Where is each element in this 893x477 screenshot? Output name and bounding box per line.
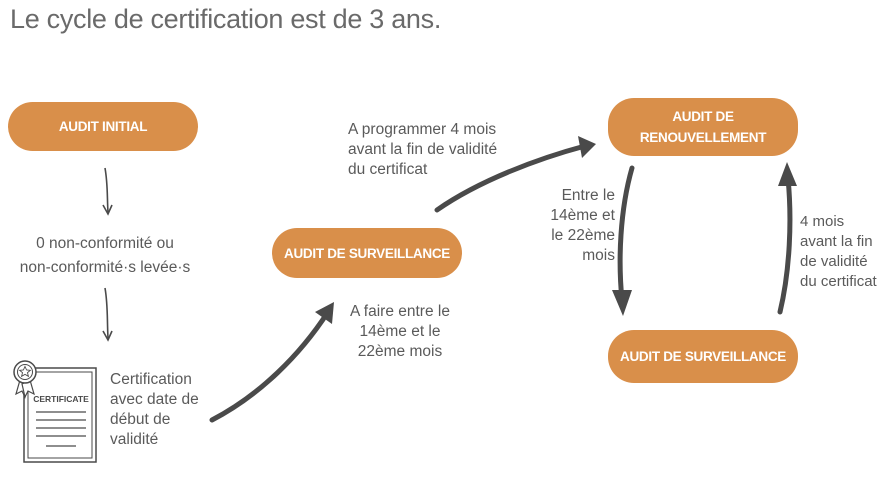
label-a-programmer: A programmer 4 mois avant la fin de vali… (348, 120, 538, 180)
label-a-faire: A faire entre le 14ème et le 22ème mois (330, 302, 470, 362)
node-audit-renouvellement-line1: AUDIT DE (672, 109, 734, 124)
label-certification-line: Certification (110, 371, 192, 388)
label-entre-line: Entre le (561, 187, 615, 204)
label-a-programmer-line: du certificat (348, 161, 428, 178)
node-audit-surveillance-1-label: AUDIT DE SURVEILLANCE (284, 245, 450, 261)
label-a-faire-line: A faire entre le (350, 303, 450, 320)
node-audit-renouvellement: AUDIT DE RENOUVELLEMENT (608, 98, 798, 156)
label-a-faire-line: 14ème et le (359, 323, 441, 340)
label-non-conformite: 0 non-conformité ou non-conformité·s lev… (0, 232, 210, 280)
arrow-cert-to-surveillance (209, 309, 331, 423)
label-a-faire-line: 22ème mois (357, 343, 443, 360)
label-entre: Entre le 14ème et le 22ème mois (525, 186, 615, 266)
certificate-label: CERTIFICATE (33, 394, 89, 404)
label-certification-line: avec date de (110, 391, 199, 408)
node-audit-initial: AUDIT INITIAL (8, 102, 198, 151)
certificate-with-ribbon-icon: CERTIFICATE (13, 360, 97, 463)
label-quatre-mois: 4 mois avant la fin de validité du certi… (800, 212, 893, 292)
page-title: Le cycle de certification est de 3 ans. (10, 4, 442, 34)
arrow-surveillance-up (777, 175, 793, 315)
node-audit-surveillance-2-label: AUDIT DE SURVEILLANCE (620, 349, 786, 364)
label-quatre-mois-line: 4 mois (800, 213, 845, 230)
node-audit-surveillance-2: AUDIT DE SURVEILLANCE (608, 330, 798, 383)
label-a-programmer-line: A programmer 4 mois (348, 121, 497, 138)
arrow-renouvellement-down (617, 165, 635, 303)
node-audit-surveillance-1: AUDIT DE SURVEILLANCE (272, 228, 462, 278)
arrow-nonconf-down (104, 287, 109, 339)
label-certification-line: validité (110, 431, 159, 448)
label-quatre-mois-line: de validité (800, 253, 868, 270)
node-audit-initial-label: AUDIT INITIAL (58, 119, 148, 134)
arrow-initial-down (104, 167, 109, 213)
label-entre-line: mois (582, 247, 615, 264)
arrow-surveillance-to-renouvellement (434, 143, 588, 213)
label-quatre-mois-line: avant la fin (800, 233, 873, 250)
label-a-programmer-line: avant la fin de validité (348, 141, 498, 158)
label-certification: Certification avec date de début de vali… (110, 370, 220, 450)
label-non-conformite-line2: non-conformité·s levée·s (19, 259, 191, 276)
label-entre-line: 14ème et (550, 207, 615, 224)
label-certification-line: début de (110, 411, 171, 428)
label-quatre-mois-line: du certificat (800, 273, 877, 290)
label-entre-line: le 22ème (551, 227, 615, 244)
node-audit-renouvellement-line2: RENOUVELLEMENT (639, 130, 767, 145)
label-non-conformite-line1: 0 non-conformité ou (36, 235, 174, 252)
